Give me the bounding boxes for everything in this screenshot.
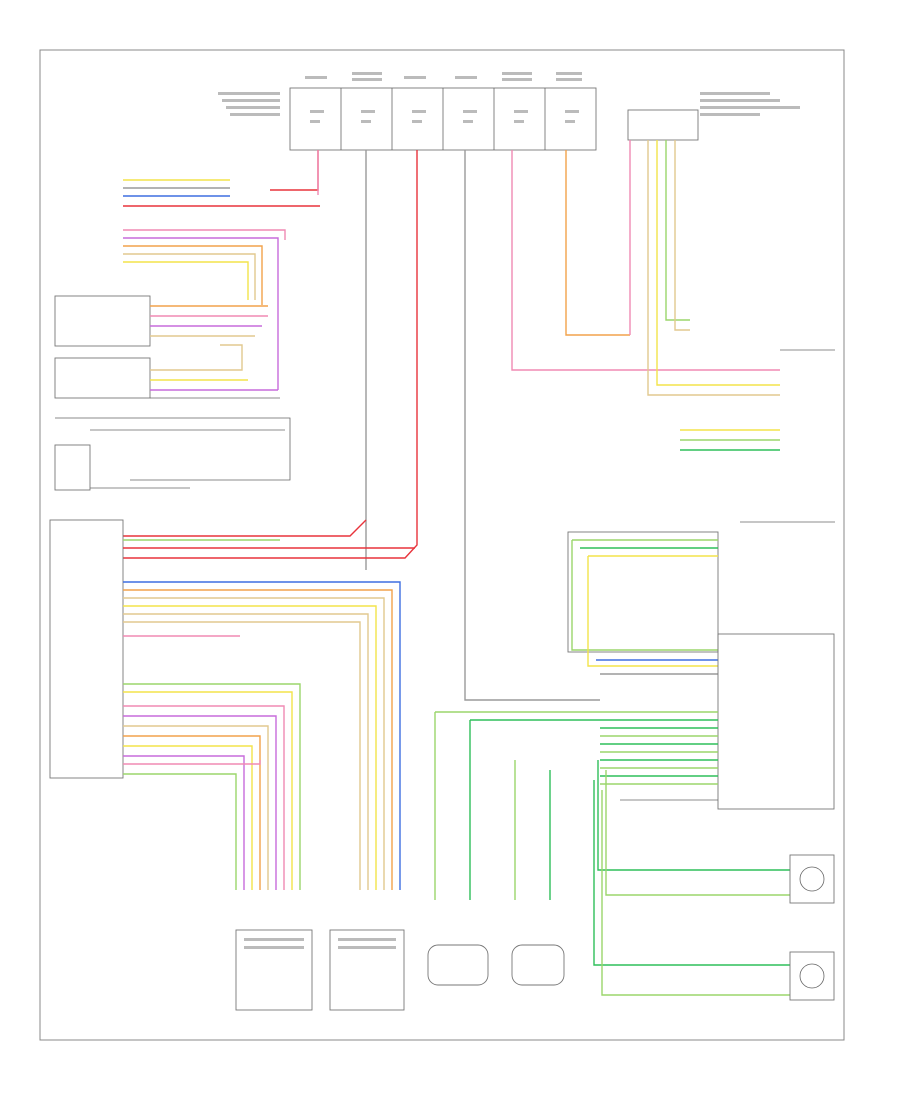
diagram-frame — [39, 49, 845, 1041]
rear-right-wheel-sensor — [789, 951, 835, 1001]
rear-left-wheel-sensor — [789, 854, 835, 904]
right-connector — [680, 349, 835, 523]
steering-angle-module — [567, 531, 719, 675]
fuse-label-glyphs — [218, 72, 582, 123]
bottom-connector-1 — [235, 929, 313, 1011]
bottom-connector-2 — [329, 929, 405, 1011]
wheel-speed-module — [435, 633, 835, 810]
top-right-connector — [627, 92, 800, 141]
trunk-wires — [123, 140, 780, 701]
fuse-block — [218, 72, 597, 151]
left-module — [49, 519, 415, 890]
wheel-sensor-wires — [434, 712, 790, 996]
front-right-wheel-sensor — [511, 944, 565, 986]
front-left-wheel-sensor — [427, 944, 489, 986]
left-upper-harness — [54, 179, 320, 491]
